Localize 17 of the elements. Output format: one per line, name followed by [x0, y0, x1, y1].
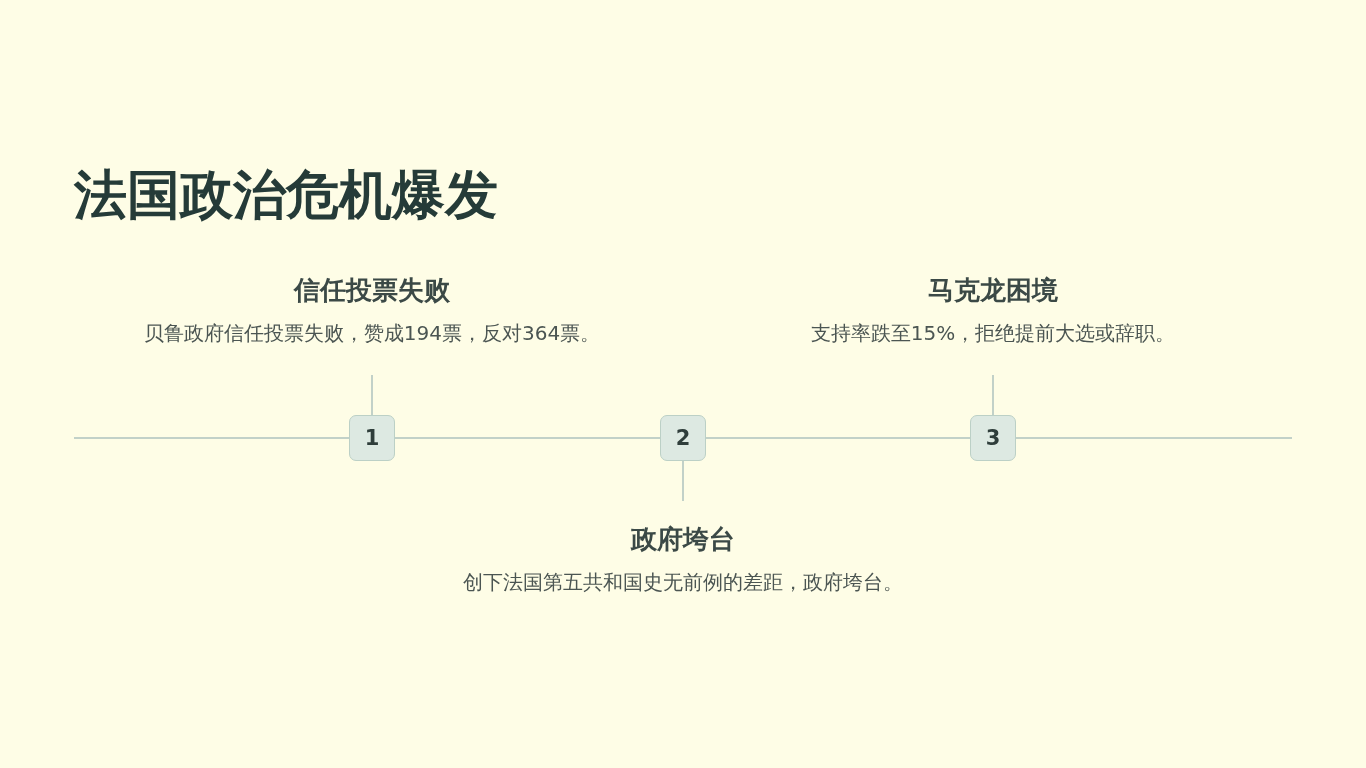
- event-heading: 马克龙困境: [928, 274, 1058, 307]
- event-heading: 政府垮台: [631, 523, 735, 556]
- connector-line: [992, 374, 994, 416]
- event-heading: 信任投票失败: [294, 274, 450, 307]
- timeline-line: [1015, 437, 1293, 439]
- connector-line: [371, 374, 373, 416]
- connector-line: [682, 460, 684, 502]
- step-marker: 1: [349, 415, 395, 461]
- step-marker: 2: [660, 415, 706, 461]
- page-title: 法国政治危机爆发: [74, 163, 498, 227]
- step-marker: 3: [970, 415, 1016, 461]
- event-description: 支持率跌至15%，拒绝提前大选或辞职。: [810, 320, 1176, 347]
- timeline-line: [73, 437, 350, 439]
- event-description: 创下法国第五共和国史无前例的差距，政府垮台。: [463, 569, 903, 596]
- event-description: 贝鲁政府信任投票失败，赞成194票，反对364票。: [143, 320, 601, 347]
- timeline-line: [394, 437, 661, 439]
- timeline-line: [705, 437, 971, 439]
